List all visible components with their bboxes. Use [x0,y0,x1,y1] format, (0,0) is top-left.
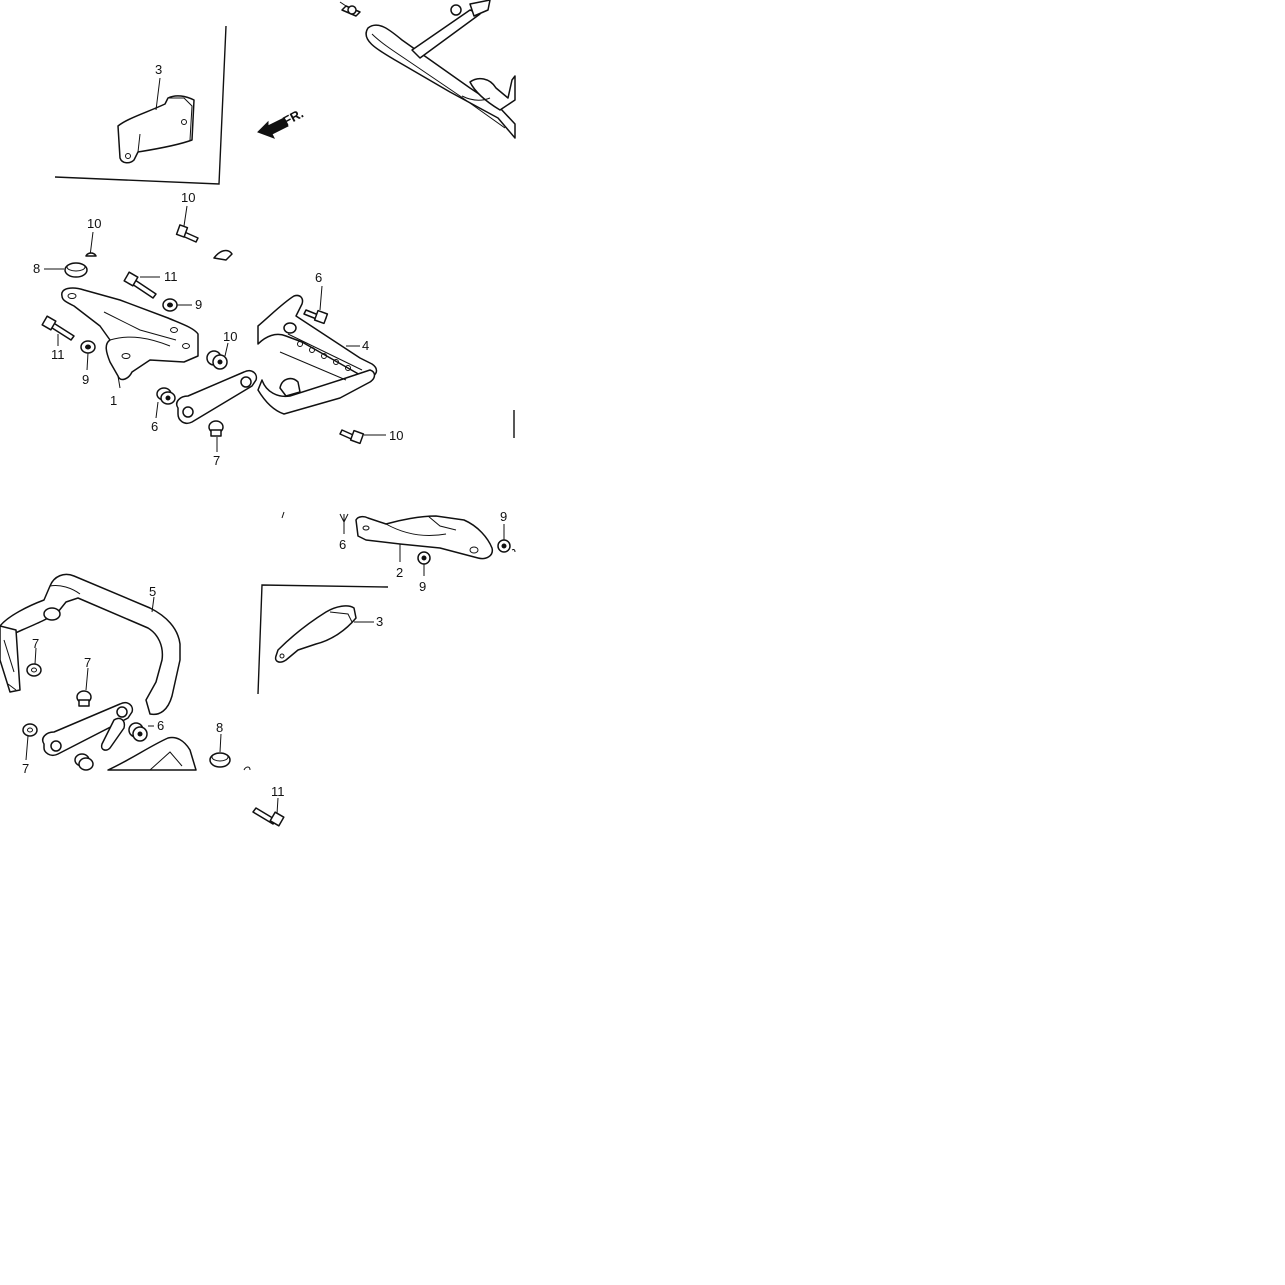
collar-7-b [26,663,42,677]
callout-8-b: 8 [216,720,223,735]
rubber-6-a [206,350,228,370]
inset-frame-top [54,25,227,185]
washer-9-d [417,551,431,565]
washer-9-a [162,298,178,312]
cap-8-a [64,262,88,278]
bolt-11-b [41,315,75,341]
callout-1: 1 [110,393,117,408]
cap-8-b [209,752,231,768]
callout-6-c: 6 [339,537,346,552]
frame-4 [257,294,378,415]
bolt-10-a [175,205,199,243]
callout-11-a: 11 [164,269,178,284]
callout-11-c: 11 [271,784,285,799]
bracket-1 [61,287,199,389]
washer-9-b [80,340,96,354]
callout-6-a: 10 [223,329,237,344]
bolt-10-d [339,429,365,445]
callout-10-c: 6 [315,270,322,285]
callout-6-b: 6 [151,419,158,434]
callout-7-c: 7 [84,655,91,670]
callout-9-d: 9 [419,579,426,594]
callout-8-a: 8 [33,261,40,276]
frame-fragment-top [365,0,516,139]
callout-6-d: 6 [157,718,164,733]
bracket-2 [355,515,494,560]
bolt-11-c [252,807,285,827]
link-plate-a [176,369,258,425]
collar-7-c [76,690,92,707]
callout-7-a: 7 [213,453,220,468]
callout-10-d: 10 [389,428,403,443]
bolt-11-a [123,271,157,299]
callout-9-a: 9 [195,297,202,312]
rubber-6-d [128,722,148,742]
callout-5: 5 [149,584,156,599]
callout-9-b: 9 [82,372,89,387]
rubber-6-b [156,387,176,405]
link-plate-b [42,701,134,757]
front-direction-arrow-icon: FR. [257,106,306,139]
cover-part-3-top [117,95,195,164]
callout-7-b: 7 [32,636,39,651]
cover-part-3-bottom [274,605,357,663]
bolt-top [339,1,361,17]
washer-9-c [497,539,511,553]
inset-frame-bottom [257,584,389,695]
callout-10-b: 10 [87,216,101,231]
grab-rail-5 [0,573,181,716]
rubber-6-e [74,753,94,771]
callout-2: 2 [396,565,403,580]
collar-7-d [22,723,38,737]
bolt-10-c [303,309,329,325]
callout-7-d: 7 [22,761,29,776]
collar-7-a [208,420,224,437]
callout-9-c: 9 [500,509,507,524]
callout-4: 4 [362,338,369,353]
callout-11-b: 11 [51,347,65,362]
callout-10-a: 10 [181,190,195,205]
callout-3-top: 3 [155,62,162,77]
callout-3-bottom: 3 [376,614,383,629]
